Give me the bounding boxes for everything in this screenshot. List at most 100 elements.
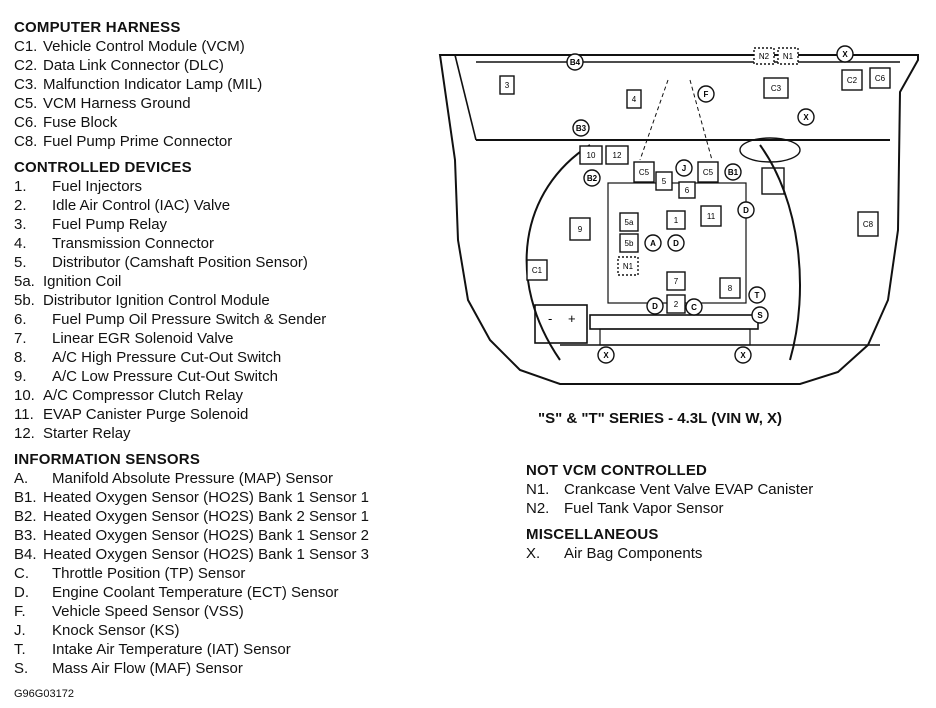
- sensor-callout: [734, 346, 752, 364]
- sensor-callout: [583, 169, 601, 187]
- item-label: Intake Air Temperature (IAT) Sensor: [52, 641, 291, 658]
- battery-neg: -: [548, 311, 552, 326]
- component-box-label: C2: [847, 76, 858, 85]
- legend-item: X. Air Bag Components: [526, 544, 906, 563]
- sensor-callout-label: T: [755, 291, 760, 300]
- legend-item: 8.A/C High Pressure Cut-Out Switch: [14, 348, 434, 367]
- sensor-callout: [724, 163, 742, 181]
- item-code: 5.: [14, 254, 27, 271]
- legend-section: MISCELLANEOUS X. Air Bag Components: [526, 525, 906, 563]
- legend-item: D. Engine Coolant Temperature (ECT) Senso…: [14, 583, 434, 602]
- sensor-callout-label: B1: [728, 168, 739, 177]
- component-box: [633, 161, 655, 183]
- item-label: Fuel Pump Prime Connector: [43, 133, 233, 150]
- item-label: Vehicle Control Module (VCM): [43, 38, 245, 55]
- component-box: [666, 271, 686, 291]
- item-label: Transmission Connector: [52, 235, 215, 252]
- component-box-label: 11: [707, 212, 716, 221]
- cowl-left-edge: [454, 54, 477, 141]
- component-box: [619, 212, 639, 232]
- legend-item: C5.VCM Harness Ground: [14, 94, 434, 113]
- item-label: Idle Air Control (IAC) Valve: [52, 197, 231, 214]
- component-box: [626, 89, 642, 109]
- item-code: 2.: [14, 197, 27, 214]
- component-box-label: 4: [632, 95, 637, 104]
- component-box: [869, 67, 891, 89]
- battery: [534, 304, 588, 344]
- sensor-callout: [697, 85, 715, 103]
- harness-line-1: [639, 79, 669, 161]
- component-box-label: 7: [674, 277, 679, 286]
- sensor-callout: [685, 298, 703, 316]
- item-code: N1.: [526, 481, 550, 498]
- item-code: X.: [526, 545, 541, 562]
- item-code: B1.: [14, 489, 37, 506]
- legend-item: C3.Malfunction Indicator Lamp (MIL): [14, 75, 434, 94]
- item-code: 10.: [14, 387, 35, 404]
- legend-item: 6.Fuel Pump Oil Pressure Switch & Sender: [14, 310, 434, 329]
- item-label: Mass Air Flow (MAF) Sensor: [52, 660, 243, 677]
- left-fender-curve: [525, 144, 591, 361]
- legend-item: A.Manifold Absolute Pressure (MAP) Senso…: [14, 469, 434, 488]
- item-label: Heated Oxygen Sensor (HO2S) Bank 2 Senso…: [43, 508, 370, 525]
- item-code: 1.: [14, 178, 27, 195]
- component-box: [753, 47, 775, 65]
- item-label: A/C Compressor Clutch Relay: [43, 387, 244, 404]
- sensor-callout-label: X: [803, 113, 809, 122]
- item-code: C.: [14, 565, 29, 582]
- component-box-label: 10: [587, 151, 596, 160]
- sensor-callout: [836, 45, 854, 63]
- component-box-label: N2: [759, 52, 770, 61]
- component-box: [569, 217, 591, 241]
- component-box: [499, 75, 515, 95]
- component-box-label: N1: [783, 52, 794, 61]
- sensor-callout-label: C: [691, 303, 697, 312]
- legend-item: 4. Transmission Connector: [14, 234, 434, 253]
- item-label: A/C High Pressure Cut-Out Switch: [52, 349, 282, 366]
- section-heading: CONTROLLED DEVICES: [14, 159, 192, 176]
- section-heading: MISCELLANEOUS: [526, 526, 659, 543]
- component-box: [841, 69, 863, 91]
- item-label: Throttle Position (TP) Sensor: [52, 565, 246, 582]
- item-label: Ignition Coil: [43, 273, 122, 290]
- item-label: EVAP Canister Purge Solenoid: [43, 406, 249, 423]
- legend-item: 5b.Distributor Ignition Control Module: [14, 291, 434, 310]
- legend-item: C2.Data Link Connector (DLC): [14, 56, 434, 75]
- component-box-label: 9: [578, 225, 583, 234]
- legend-item: C. Throttle Position (TP) Sensor: [14, 564, 434, 583]
- right-fender-curve: [759, 144, 801, 361]
- sensor-callout-label: B2: [587, 174, 598, 183]
- item-label: Knock Sensor (KS): [52, 622, 180, 639]
- item-label: A/C Low Pressure Cut-Out Switch: [52, 368, 278, 385]
- item-label: Engine Coolant Temperature (ECT) Sensor: [52, 584, 339, 601]
- component-box-label: C8: [863, 220, 874, 229]
- item-code: S.: [14, 660, 29, 677]
- legend-item: S. Mass Air Flow (MAF) Sensor: [14, 659, 434, 678]
- item-label: Manifold Absolute Pressure (MAP) Sensor: [52, 470, 333, 487]
- legend-item: 1.Fuel Injectors: [14, 177, 434, 196]
- item-code: 9.: [14, 368, 27, 385]
- item-label: Air Bag Components: [564, 545, 703, 562]
- legend-item: 9. A/C Low Pressure Cut-Out Switch: [14, 367, 434, 386]
- sensor-callout-label: X: [603, 351, 609, 360]
- component-box: [605, 145, 629, 165]
- item-code: D.: [14, 584, 29, 601]
- component-box-label: 8: [728, 284, 733, 293]
- item-code: 3.: [14, 216, 27, 233]
- component-box-label: 3: [505, 81, 510, 90]
- legend-item: C1.Vehicle Control Module (VCM): [14, 37, 434, 56]
- item-label: Linear EGR Solenoid Valve: [52, 330, 234, 347]
- item-label: Heated Oxygen Sensor (HO2S) Bank 1 Senso…: [43, 489, 370, 506]
- component-box-label: C5: [703, 168, 714, 177]
- item-code: T.: [14, 641, 26, 658]
- radiator: [599, 328, 751, 346]
- component-box-label: 12: [613, 151, 622, 160]
- item-label: Fuse Block: [43, 114, 118, 131]
- component-box-label: 6: [685, 186, 690, 195]
- item-code: 6.: [14, 311, 27, 328]
- item-code: 4.: [14, 235, 27, 252]
- component-box-label: 2: [674, 300, 679, 309]
